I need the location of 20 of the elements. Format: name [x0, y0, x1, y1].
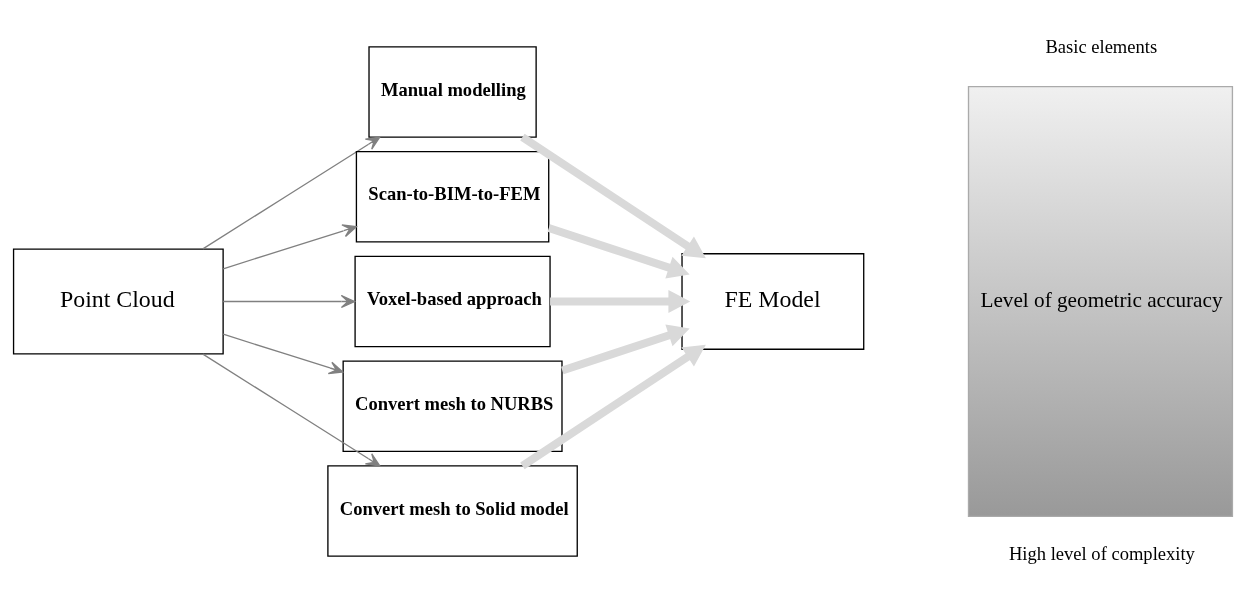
arrow: [222, 333, 344, 374]
node-box: Convert mesh to Solid model: [327, 464, 578, 557]
label: High level of complexity: [1008, 542, 1195, 564]
arrow: [550, 289, 691, 313]
arrow: [561, 323, 690, 374]
node-box: Manual modelling: [368, 45, 537, 138]
arrow: [202, 352, 381, 467]
node-box: Scan-to-BIM-to-FEM: [355, 150, 550, 242]
node-box: Convert mesh to NURBS: [342, 360, 563, 452]
arrow: [520, 344, 706, 469]
arrow: [202, 135, 381, 250]
node-box: FE Model: [681, 252, 865, 350]
label: Basic elements: [1045, 35, 1158, 57]
arrow: [547, 223, 690, 279]
node-box: Level of geometric accuracy: [967, 85, 1234, 517]
node-box: Voxel-based approach: [354, 255, 551, 347]
arrow: [222, 223, 358, 269]
arrow: [520, 133, 706, 258]
arrow: [222, 294, 356, 308]
node-box: Point Cloud: [12, 247, 224, 355]
